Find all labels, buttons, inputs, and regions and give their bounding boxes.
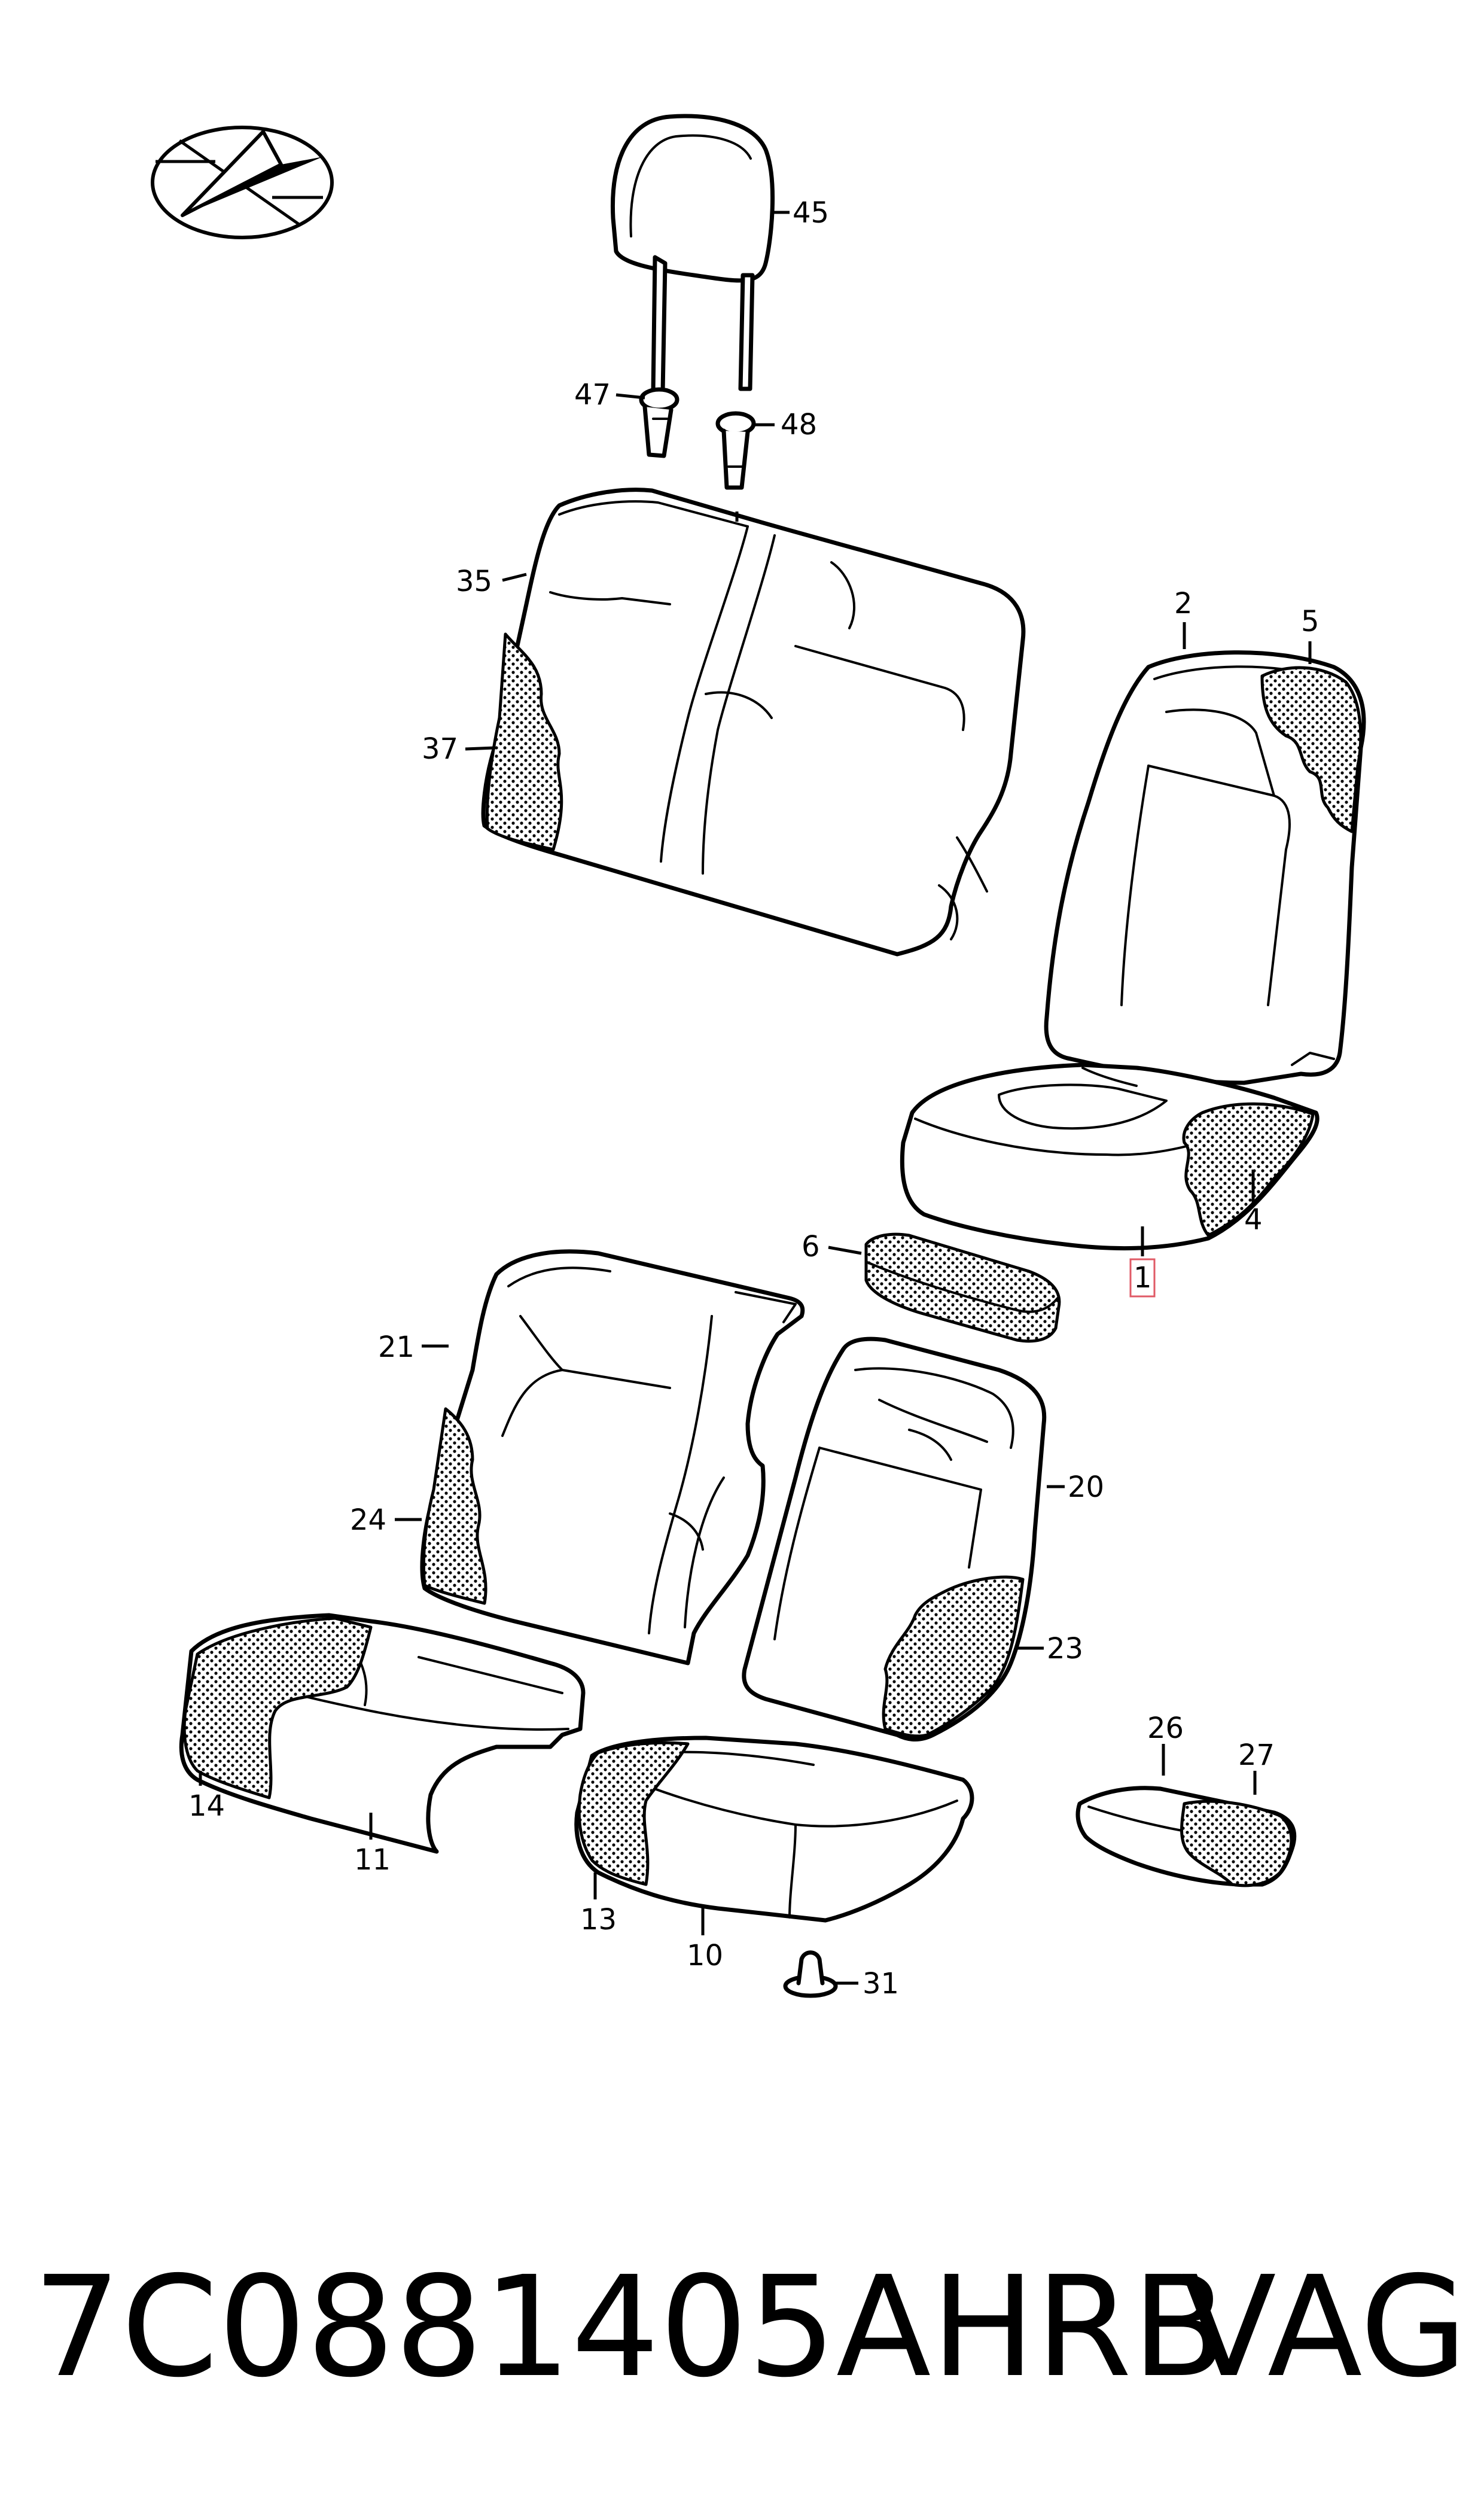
callout-11: 11	[354, 1843, 391, 1877]
callout-26: 26	[1147, 1712, 1184, 1745]
callout-6: 6	[802, 1230, 820, 1263]
front-seat-cushion	[900, 1062, 1320, 1251]
callout-21: 21	[378, 1330, 415, 1364]
headrest	[610, 114, 775, 394]
callout-1: 1	[1133, 1261, 1152, 1295]
leader-lines	[199, 211, 1312, 1985]
callout-31: 31	[863, 1967, 899, 2001]
callout-23: 23	[1047, 1632, 1083, 1666]
callout-10: 10	[687, 1939, 723, 1972]
rear-cushion-right	[574, 1735, 974, 1923]
callout-35: 35	[456, 565, 492, 598]
callout-20: 20	[1068, 1470, 1104, 1504]
callout-24: 24	[350, 1503, 386, 1537]
rear-cushion-left	[179, 1613, 586, 1854]
callout-2: 2	[1174, 587, 1193, 620]
part-number: 7C0881405AHRB	[33, 2246, 1227, 2408]
headrest-guide-left	[639, 387, 679, 458]
front-backrest-cover	[1044, 650, 1366, 1085]
callout-27: 27	[1238, 1738, 1275, 1772]
fastener-clip	[783, 1950, 838, 1998]
callout-48: 48	[781, 408, 817, 442]
rear-backrest-left	[420, 1249, 805, 1666]
callout-5: 5	[1301, 605, 1320, 638]
callout-13: 13	[580, 1903, 617, 1937]
front-cushion-insert	[864, 1232, 1061, 1343]
compass-logo-icon	[151, 126, 334, 239]
callout-1-highlight	[1129, 1258, 1156, 1298]
callout-14: 14	[188, 1789, 225, 1823]
rear-backrest-right	[742, 1336, 1047, 1741]
brand-label: VAG	[1181, 2246, 1468, 2408]
callout-45: 45	[793, 196, 829, 230]
rear-backrest-cover	[481, 488, 1026, 957]
callout-labels: 45 47 48 35 37 2 5 4 6 1 21 24 20 23 14 …	[188, 196, 1320, 2001]
callout-4: 4	[1244, 1203, 1263, 1237]
callout-37: 37	[422, 732, 458, 766]
callout-47: 47	[574, 378, 611, 412]
headrest-guide-right	[715, 411, 756, 490]
side-trim-pad	[1075, 1786, 1297, 1887]
